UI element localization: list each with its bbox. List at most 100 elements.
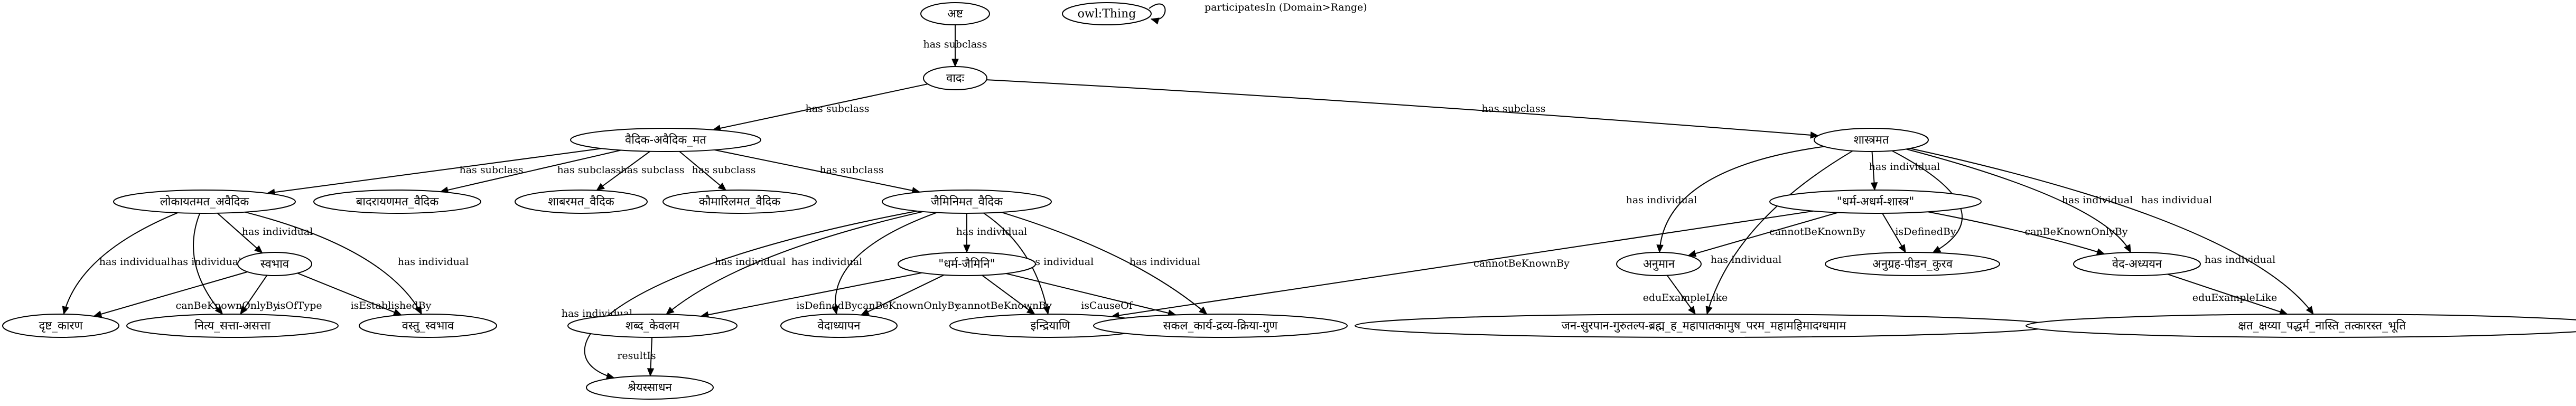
edge-shastra-to-dharma_shastra [1870,151,1878,191]
edge-label: eduExampleLike [2192,292,2278,304]
edge-label: has individual [1869,161,1940,173]
arrowhead [1026,307,1035,315]
edge-label: canBeKnownOnlyBy [175,300,278,311]
node-badarayana[interactable]: बादरायणमत_वैदिक [313,190,481,214]
node-asht[interactable]: अष्ट [920,2,990,25]
arrowhead [1656,244,1664,253]
edge-label: has individual [1711,254,1782,266]
node-ellipse [113,190,296,214]
arrowhead [240,306,248,315]
node-ellipse [882,190,1052,214]
edge-vaidika-to-lokayata [266,148,602,196]
edge-line [1111,210,1814,317]
node-ellipse [1825,252,2000,276]
edge-label: eduExampleLike [1643,292,1728,304]
node-vaidika[interactable]: वैदिक-अवैदिक_मत [570,128,761,152]
node-label: क्षत_क्षय्या_पद्धर्म_नास्ति_तत्कारस्त_भू… [2238,319,2406,333]
node-label: कौमारिलमत_वैदिक [699,195,781,209]
node-lokayata[interactable]: लोकायतमत_अवैदिक [113,190,296,214]
edge-jaimini-to-dharma_jaimini [963,213,970,253]
arrowhead [62,306,69,315]
node-label: वेद-अध्ययन [2112,257,2162,271]
edge-lokayata-to-vastu [245,211,422,315]
edge-label: has individual [715,256,786,268]
edge-line [1666,275,1696,315]
arrowhead [1688,306,1696,315]
edge-label: has individual [2062,194,2133,206]
arrowhead [831,306,839,315]
edge-shastra-to-veda_adhyayana [1906,148,2132,253]
edge-line [982,275,1035,315]
node-thing[interactable]: owl:Thing [1062,2,1152,25]
edge-line [245,211,422,315]
node-sakala[interactable]: सकल_कार्य-द्रव्य-क्रिया-गुण [1093,314,1348,338]
node-vastu[interactable]: वस्तु_स्वभाव [359,314,497,338]
edge-label: has individual [398,256,469,268]
node-vada[interactable]: वादः [923,66,987,90]
node-ellipse [2073,252,2201,276]
edge-label: isDefinedBy [796,300,857,311]
arrowhead [2306,306,2314,315]
edge-label: has subclass [557,164,621,176]
node-drishta_karana[interactable]: दृष्ट_कारण [2,314,119,338]
edge-line [666,211,923,315]
edge-line [193,213,223,315]
arrowhead [951,59,959,68]
node-svabhava[interactable]: स्वभाव [237,252,312,276]
node-label: जैमिनिमत_वैदिक [931,195,1003,209]
node-kaumarila[interactable]: कौमारिलमत_वैदिक [662,190,817,214]
node-nitya[interactable]: नित्य_सत्ता-असत्ता [126,314,339,338]
node-anumana[interactable]: अनुमान [1616,252,1702,276]
edge-label: has subclass [819,164,883,176]
edge-line [679,151,726,191]
edge-line [297,272,402,316]
edge-label: has subclass [923,39,987,50]
edge-label: has individual [2141,194,2213,206]
node-shreyas[interactable]: श्रेयस्साधन [586,375,714,400]
node-label: शास्त्रमत [1853,134,1889,147]
node-ellipse [920,2,990,25]
node-veda_adhyayana[interactable]: वेद-अध्ययन [2073,252,2201,276]
edge-label: has subclass [620,164,684,176]
edge-line [596,150,650,191]
edge-line [2167,273,2288,315]
edge-dharma_jaimini-to-indriya [982,275,1035,315]
node-label: owl:Thing [1078,7,1136,21]
edge-label: has individual [1130,256,1201,268]
edge-label: isDefinedBy [1895,226,1956,238]
edge-jaimini-to-vedadhyayana [831,212,937,315]
edge-line [267,148,602,194]
node-anugraha[interactable]: अनुग्रह-पीडन_कुरव [1825,252,2000,276]
edge-vada-to-shastra [986,79,1819,139]
node-shabda[interactable]: शब्द_केवलम [567,314,738,338]
edge-label: has individual [791,256,863,268]
node-ellipse [1814,128,1929,152]
node-label: जन-सुरपान-गुरुतल्प-ब्रह्म_ह_महापातकामुष_… [1562,319,1847,333]
node-ellipse [570,128,761,152]
edge-line [701,272,922,317]
node-ellipse [1616,252,1702,276]
node-label: शब्द_केवलम [626,319,680,333]
node-label: "धर्म-जैमिनि" [938,257,995,271]
node-jana[interactable]: जन-सुरपान-गुरुतल्प-ब्रह्म_ह_महापातकामुष_… [1355,314,2053,338]
node-kshata[interactable]: क्षत_क्षय्या_पद्धर्म_नास्ति_तत्कारस्त_भू… [2026,314,2576,338]
edge-asht-to-vada [951,25,959,68]
node-label: बादरायणमत_वैदिक [356,195,440,209]
node-dharma_shastra[interactable]: "धर्म-अधर्म-शास्त्र" [1769,190,1982,214]
edge-line [1005,273,1176,316]
edge-line [1149,3,1166,21]
node-ellipse [515,190,648,214]
node-jaimini[interactable]: जैमिनिमत_वैदिक [882,190,1052,214]
node-shabara[interactable]: शाबरमत_वैदिक [515,190,648,214]
edge-label: has individual [1023,256,1094,268]
edge-dharma_shastra-to-anumana [1687,212,1838,257]
node-shastra[interactable]: शास्त्रमत [1814,128,1929,152]
arrowhead [596,183,605,191]
node-dharma_jaimini[interactable]: "धर्म-जैमिनि" [898,252,1036,276]
edge-line [713,83,928,130]
edge-jaimini-to-indriya [983,212,1050,315]
node-ellipse [1062,2,1152,25]
node-vedadhyayana[interactable]: वेदाध्यापन [780,314,898,338]
edge-label: canBeKnownOnlyBy [2024,226,2127,238]
edge-lokayata-to-svabhava [217,213,263,254]
